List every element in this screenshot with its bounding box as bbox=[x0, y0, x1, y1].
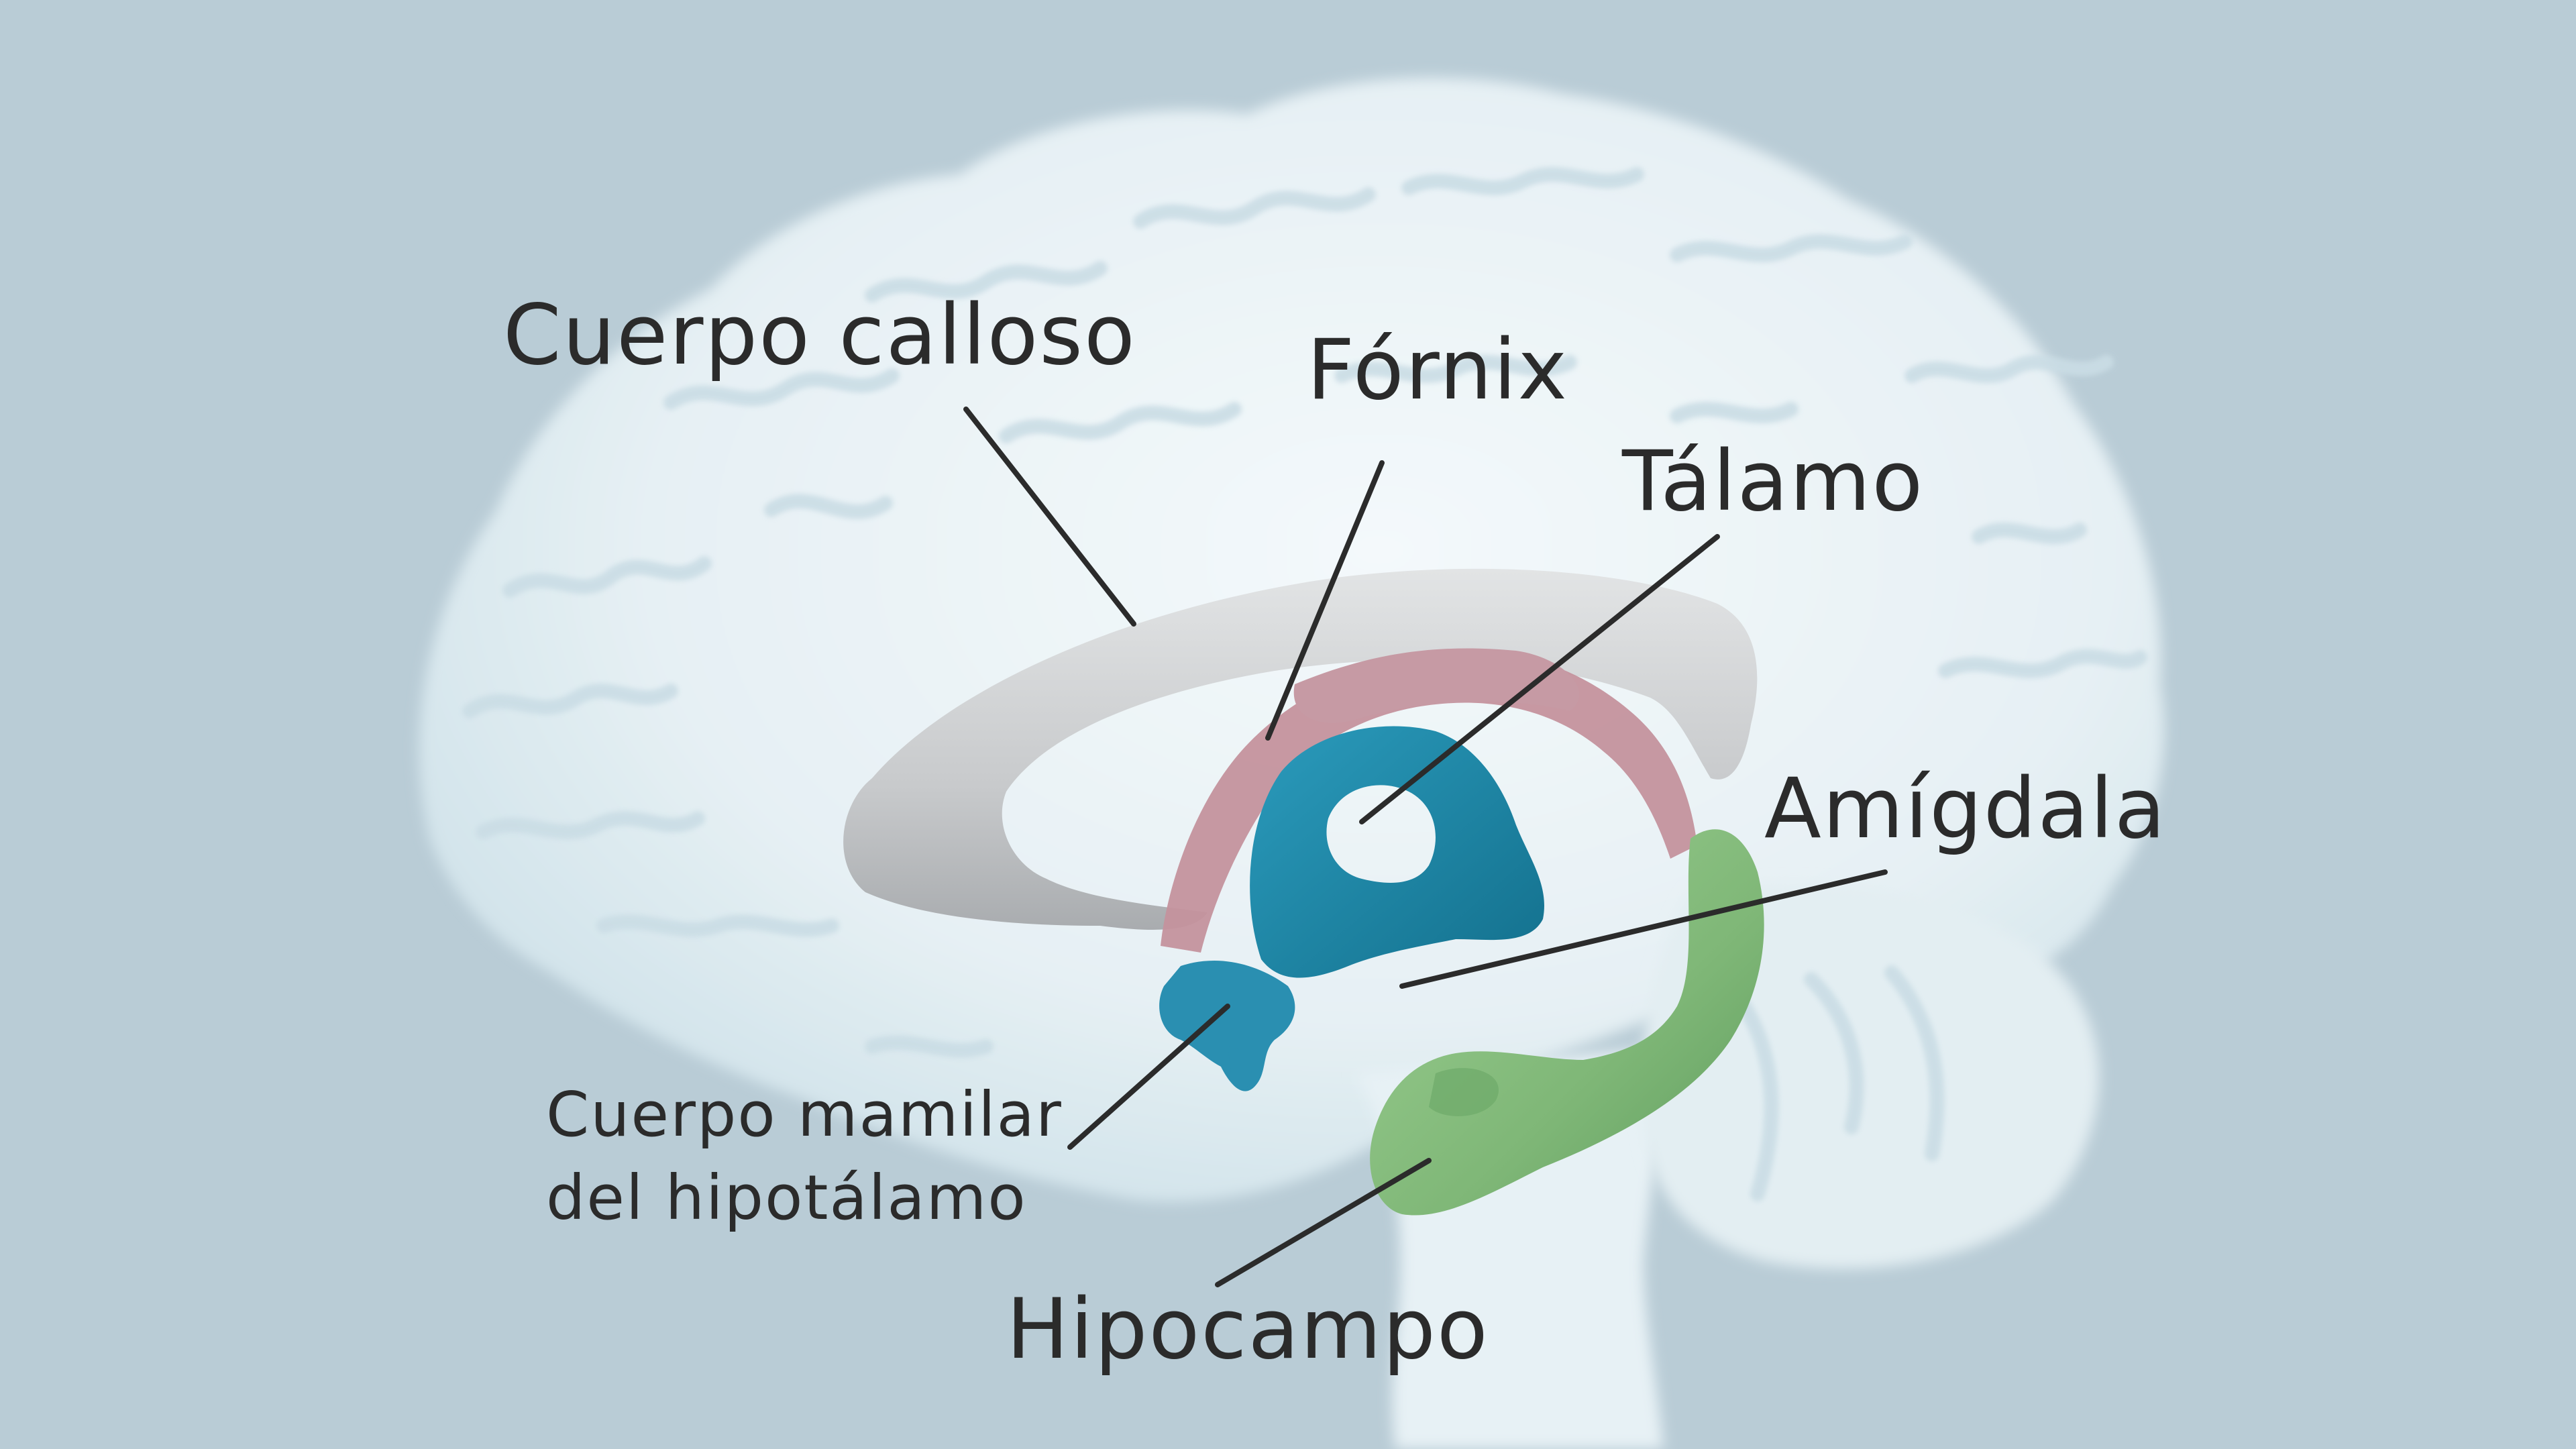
label-mamillary-body: Cuerpo mamilar del hipotálamo bbox=[546, 1073, 1063, 1240]
leader-line-corpus-callosum bbox=[963, 407, 1136, 627]
leader-line-hippocampus bbox=[1215, 1158, 1432, 1287]
fornix-body bbox=[1293, 648, 1580, 723]
leader-line-mamillary bbox=[1067, 1004, 1230, 1150]
mamillary-body-shape bbox=[1159, 960, 1295, 1091]
amygdala-region bbox=[1429, 1068, 1499, 1116]
label-mamillary-line1: Cuerpo mamilar bbox=[546, 1079, 1063, 1150]
leader-line-thalamus bbox=[1359, 534, 1720, 824]
label-mamillary-line2: del hipotálamo bbox=[546, 1162, 1027, 1234]
thalamus-shape bbox=[1250, 726, 1544, 978]
gyri-texture bbox=[462, 167, 2147, 1201]
leader-lines bbox=[963, 407, 1888, 1287]
label-corpus-callosum: Cuerpo calloso bbox=[503, 287, 1136, 384]
fornix-shape bbox=[1161, 649, 1697, 953]
label-thalamus: Tálamo bbox=[1622, 433, 1925, 530]
label-hippocampus: Hipocampo bbox=[1006, 1281, 1489, 1378]
leader-line-fornix bbox=[1265, 460, 1385, 741]
mamillary-tip bbox=[1228, 1046, 1252, 1087]
hippocampus-shape bbox=[1370, 829, 1764, 1216]
label-amygdala: Amígdala bbox=[1764, 761, 2167, 857]
leader-line-amygdala bbox=[1399, 869, 1888, 989]
label-fornix: Fórnix bbox=[1307, 322, 1568, 419]
